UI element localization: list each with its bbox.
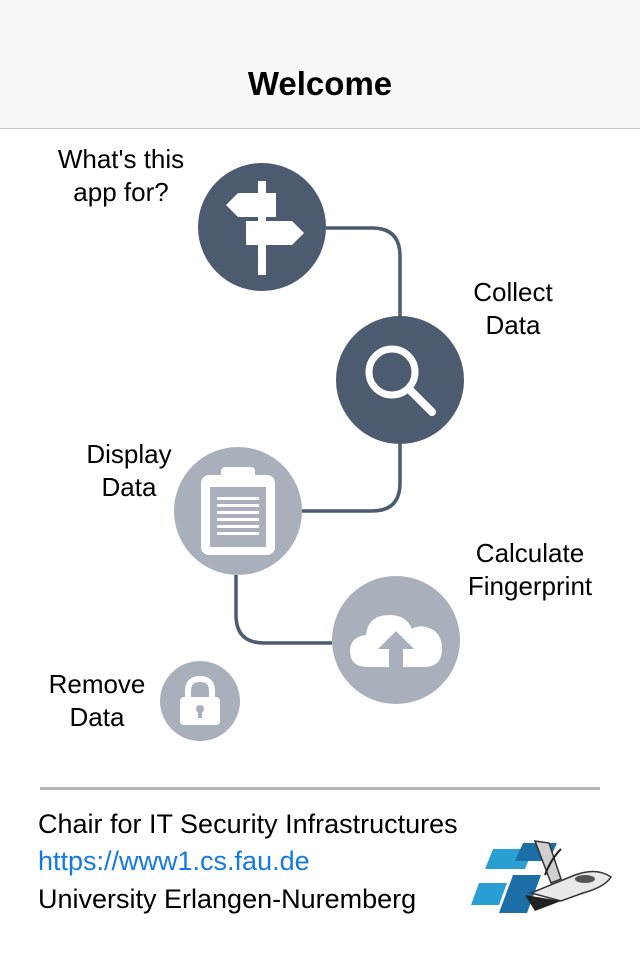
step-label-line: app for?	[73, 177, 169, 207]
step-label-line: Data	[485, 310, 541, 340]
step-label-line: Fingerprint	[467, 571, 593, 601]
university-link[interactable]: https://www1.cs.fau.de	[38, 846, 310, 876]
signpost-icon	[226, 181, 304, 275]
page-title: Welcome	[247, 65, 393, 102]
step-label-display: Display Data	[56, 438, 202, 504]
navigation-bar: Welcome	[0, 0, 640, 129]
clipboard-icon	[201, 467, 275, 555]
step-remove-button[interactable]	[160, 661, 240, 741]
step-label-line: What's this	[57, 144, 185, 174]
step-label-about: What's this app for?	[40, 143, 202, 209]
step-label-line: Data	[101, 472, 157, 502]
step-label-line: Display	[86, 439, 172, 469]
lock-icon	[180, 675, 220, 725]
step-label-line: Calculate	[475, 538, 585, 568]
step-label-remove: Remove Data	[28, 668, 166, 734]
cloud-upload-icon	[350, 615, 442, 671]
step-label-collect: Collect Data	[440, 276, 586, 342]
step-label-fingerprint: Calculate Fingerprint	[450, 537, 610, 603]
step-fingerprint-button[interactable]	[332, 576, 460, 704]
chair-name: Chair for IT Security Infrastructures	[38, 809, 458, 839]
footer-divider	[40, 787, 600, 790]
step-label-line: Data	[69, 702, 125, 732]
step-label-line: Collect	[473, 277, 553, 307]
fau-space-shuttle-logo	[471, 840, 612, 913]
step-label-line: Remove	[48, 669, 146, 699]
step-about-button[interactable]	[198, 163, 326, 291]
search-icon	[365, 345, 436, 416]
step-display-button[interactable]	[174, 447, 302, 575]
step-collect-button[interactable]	[336, 316, 464, 444]
university-name: University Erlangen-Nuremberg	[38, 884, 417, 914]
